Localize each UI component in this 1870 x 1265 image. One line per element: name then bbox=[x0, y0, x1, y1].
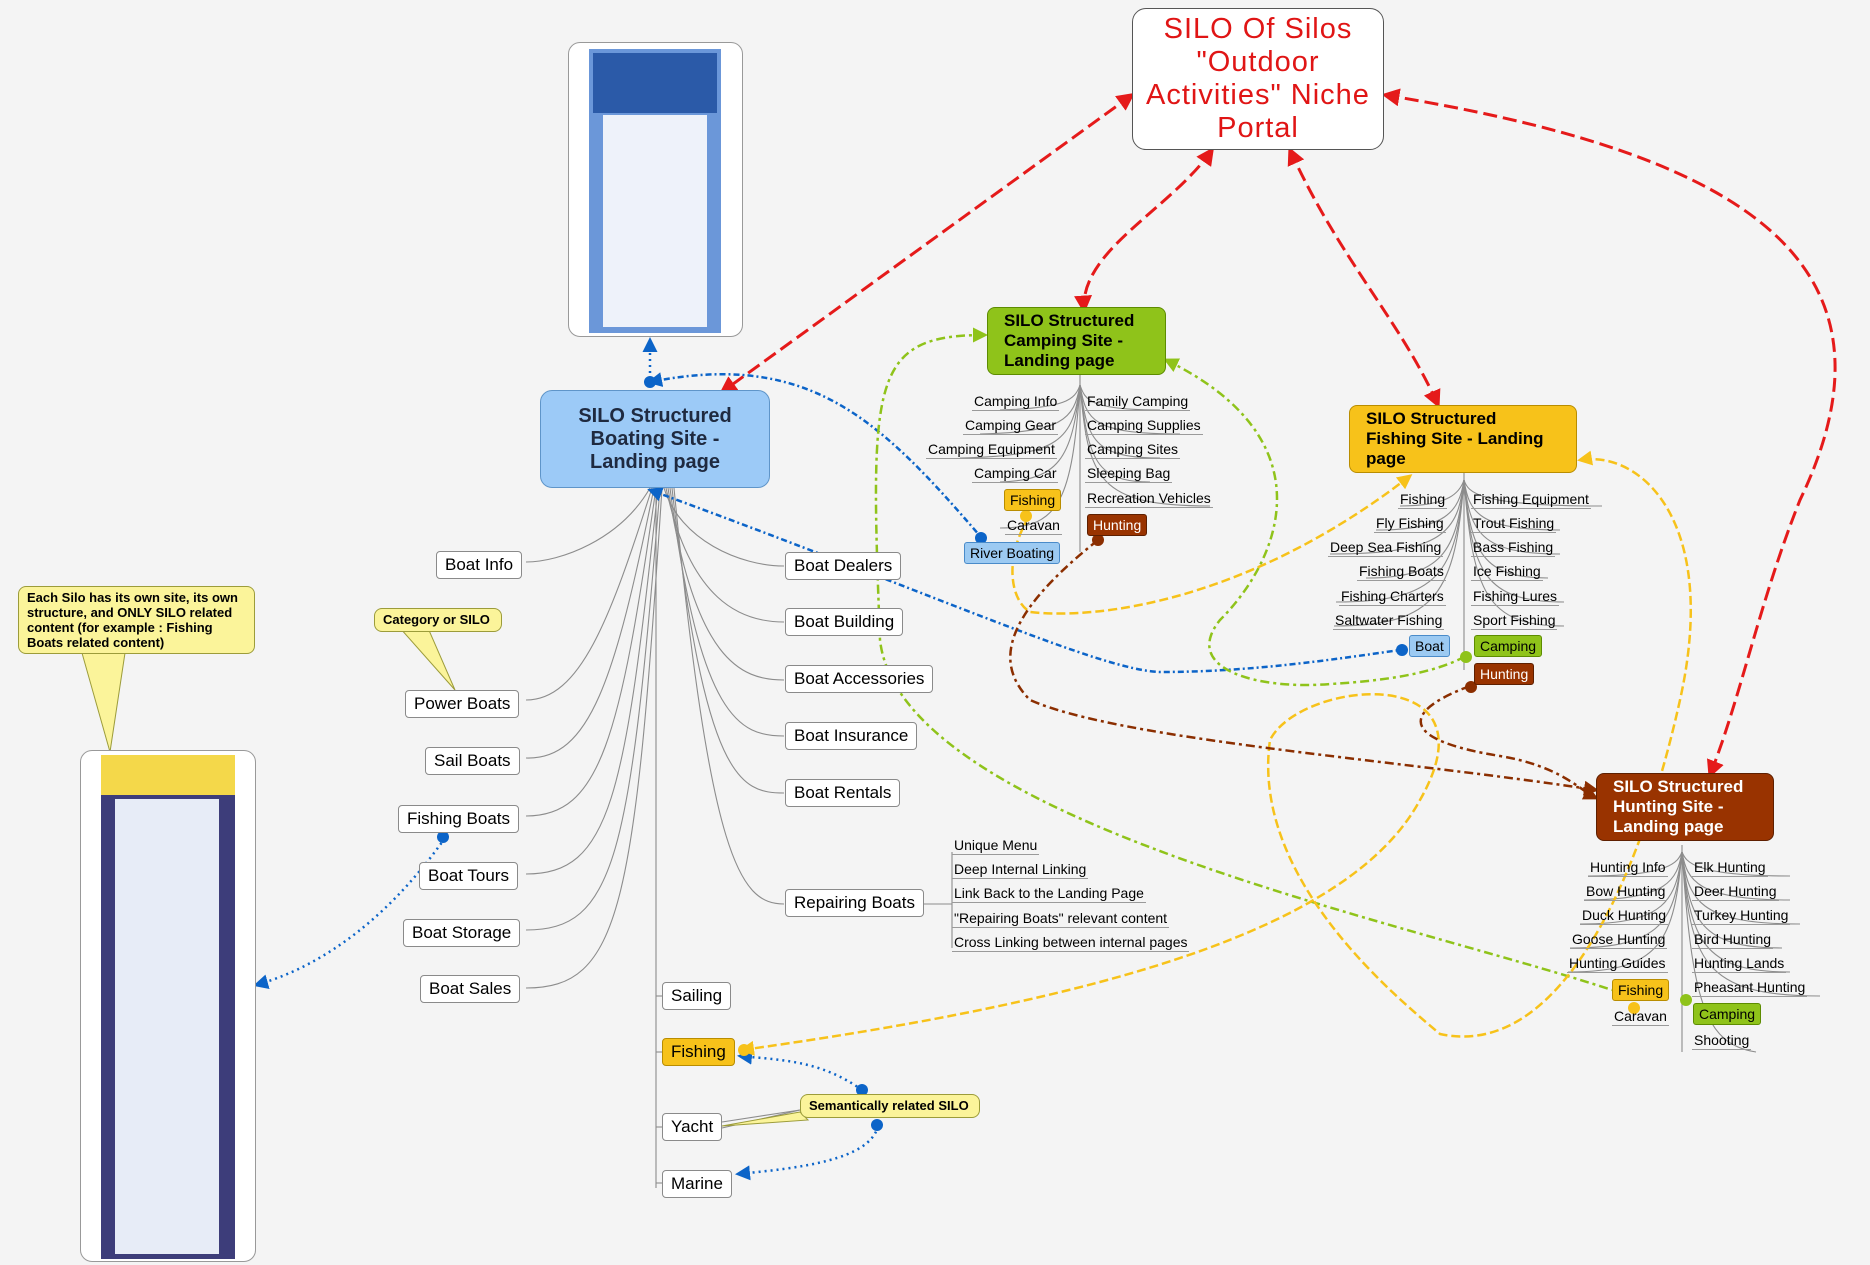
branch-boat-tours[interactable]: Boat Tours bbox=[419, 862, 518, 890]
boating-title: SILO Structured Boating Site - Landing p… bbox=[578, 404, 732, 473]
camping-right-item: Camping Supplies bbox=[1085, 417, 1203, 435]
camping-title: SILO Structured Camping Site - Landing p… bbox=[1004, 311, 1135, 370]
fishing-left-item: Fishing Charters bbox=[1339, 588, 1446, 606]
branch-boat-storage[interactable]: Boat Storage bbox=[403, 919, 521, 947]
camping-left-item: Camping Gear bbox=[963, 417, 1059, 435]
branch-sailing[interactable]: Sailing bbox=[662, 982, 732, 1010]
fishing-tag-camping[interactable]: Camping bbox=[1474, 635, 1543, 657]
camping-tag-hunting[interactable]: Hunting bbox=[1087, 514, 1148, 536]
camping-landing-node[interactable]: SILO Structured Camping Site - Landing p… bbox=[987, 307, 1166, 375]
link-dots bbox=[437, 376, 1692, 1131]
repair-subitem: Link Back to the Landing Page bbox=[952, 885, 1146, 903]
callout-pointers bbox=[81, 627, 810, 1127]
hunting-right-item: Bird Hunting bbox=[1692, 931, 1774, 949]
repair-subitem: Deep Internal Linking bbox=[952, 861, 1089, 879]
thumbnail-screen bbox=[589, 49, 721, 333]
hunting-right-item: Shooting bbox=[1692, 1032, 1752, 1050]
camping-tag-river-boating[interactable]: River Boating bbox=[964, 542, 1061, 564]
thumbnail-header bbox=[593, 53, 717, 113]
camping-left-item: Camping Equipment bbox=[926, 441, 1057, 459]
branch-yacht[interactable]: Yacht bbox=[662, 1113, 723, 1141]
fishing-tag-hunting[interactable]: Hunting bbox=[1474, 663, 1535, 685]
fishing-left-item: Fishing Boats bbox=[1357, 563, 1446, 581]
hunting-right-item: Pheasant Hunting bbox=[1692, 979, 1808, 997]
thumbnail-page bbox=[115, 799, 219, 1254]
hunting-left-item: Duck Hunting bbox=[1580, 907, 1669, 925]
callout-category: Category or SILO bbox=[374, 608, 502, 632]
fishing-left-item: Saltwater Fishing bbox=[1333, 612, 1445, 630]
callout-semantic: Semantically related SILO bbox=[800, 1094, 980, 1118]
fishing-right-item: Ice Fishing bbox=[1471, 563, 1543, 581]
hunting-left-item: Bow Hunting bbox=[1584, 883, 1668, 901]
branch-power-boats[interactable]: Power Boats bbox=[405, 690, 520, 718]
fishing-right-item: Fishing Equipment bbox=[1471, 491, 1591, 509]
hunting-right-item: Turkey Hunting bbox=[1692, 907, 1791, 925]
repair-subitem: Unique Menu bbox=[952, 837, 1040, 855]
fishing-title: SILO Structured Fishing Site - Landing p… bbox=[1366, 409, 1544, 468]
hunting-right-item: Elk Hunting bbox=[1692, 859, 1768, 877]
fishing-right-item: Trout Fishing bbox=[1471, 515, 1557, 533]
hunting-left-item: Hunting Guides bbox=[1567, 955, 1668, 973]
hunting-right-item: Hunting Lands bbox=[1692, 955, 1787, 973]
hunting-tag-fishing[interactable]: Fishing bbox=[1612, 979, 1670, 1001]
branch-sail-boats[interactable]: Sail Boats bbox=[425, 747, 520, 775]
portal-node[interactable]: SILO Of Silos "Outdoor Activities" Niche… bbox=[1132, 8, 1384, 150]
callout-each-silo: Each Silo has its own site, its own stru… bbox=[18, 586, 255, 654]
hunting-left-item: Goose Hunting bbox=[1570, 931, 1668, 949]
repair-subitem: "Repairing Boats" relevant content bbox=[952, 910, 1170, 928]
branch-boat-building[interactable]: Boat Building bbox=[785, 608, 904, 636]
yellow-links bbox=[739, 450, 1692, 1056]
fishing-right-item: Bass Fishing bbox=[1471, 539, 1556, 557]
branch-boat-insurance[interactable]: Boat Insurance bbox=[785, 722, 918, 750]
fishing-landing-node[interactable]: SILO Structured Fishing Site - Landing p… bbox=[1349, 405, 1577, 473]
boating-landing-node[interactable]: SILO Structured Boating Site - Landing p… bbox=[540, 390, 770, 488]
branch-boat-info[interactable]: Boat Info bbox=[436, 551, 523, 579]
thumbnail-screen bbox=[101, 755, 235, 1259]
camping-left-item: Camping Car bbox=[972, 465, 1059, 483]
hunting-left-item: Caravan bbox=[1612, 1008, 1669, 1026]
fishing-left-item: Fishing bbox=[1398, 491, 1448, 509]
camping-tag-fishing[interactable]: Fishing bbox=[1004, 489, 1062, 511]
camping-right-item: Camping Sites bbox=[1085, 441, 1181, 459]
fishing-boats-site-thumbnail bbox=[80, 750, 256, 1262]
hunting-title: SILO Structured Hunting Site - Landing p… bbox=[1613, 777, 1744, 836]
camping-left-item: Caravan bbox=[1005, 517, 1062, 535]
branch-boat-sales[interactable]: Boat Sales bbox=[420, 975, 521, 1003]
hunting-right-item: Deer Hunting bbox=[1692, 883, 1779, 901]
fishing-right-item: Sport Fishing bbox=[1471, 612, 1558, 630]
camping-right-item: Family Camping bbox=[1085, 393, 1191, 411]
branch-fishing[interactable]: Fishing bbox=[662, 1038, 735, 1066]
fishing-left-item: Deep Sea Fishing bbox=[1328, 539, 1444, 557]
brown-links bbox=[1009, 539, 1599, 800]
repair-subitem: Cross Linking between internal pages bbox=[952, 934, 1190, 952]
portal-links bbox=[719, 88, 1837, 779]
hunting-left-item: Hunting Info bbox=[1588, 859, 1668, 877]
branch-fishing-boats[interactable]: Fishing Boats bbox=[398, 805, 519, 833]
branch-boat-accessories[interactable]: Boat Accessories bbox=[785, 665, 934, 693]
hunting-tag-camping[interactable]: Camping bbox=[1693, 1003, 1762, 1025]
portal-title: SILO Of Silos "Outdoor Activities" Niche… bbox=[1146, 13, 1370, 144]
hunting-landing-node[interactable]: SILO Structured Hunting Site - Landing p… bbox=[1596, 773, 1774, 841]
branch-boat-dealers[interactable]: Boat Dealers bbox=[785, 552, 902, 580]
fishing-right-item: Fishing Lures bbox=[1471, 588, 1560, 606]
boating-tree-lines bbox=[525, 487, 953, 1188]
branch-repairing-boats[interactable]: Repairing Boats bbox=[785, 889, 924, 917]
fishing-tag-boat[interactable]: Boat bbox=[1409, 635, 1450, 657]
camping-left-item: Camping Info bbox=[972, 393, 1060, 411]
branch-boat-rentals[interactable]: Boat Rentals bbox=[785, 779, 901, 807]
thumbnail-header bbox=[101, 755, 235, 795]
boating-site-thumbnail bbox=[568, 42, 743, 337]
camping-right-item: Sleeping Bag bbox=[1085, 465, 1173, 483]
camping-right-item: Recreation Vehicles bbox=[1085, 490, 1213, 508]
thumbnail-page bbox=[603, 115, 707, 327]
branch-marine[interactable]: Marine bbox=[662, 1170, 732, 1198]
fishing-left-item: Fly Fishing bbox=[1374, 515, 1446, 533]
